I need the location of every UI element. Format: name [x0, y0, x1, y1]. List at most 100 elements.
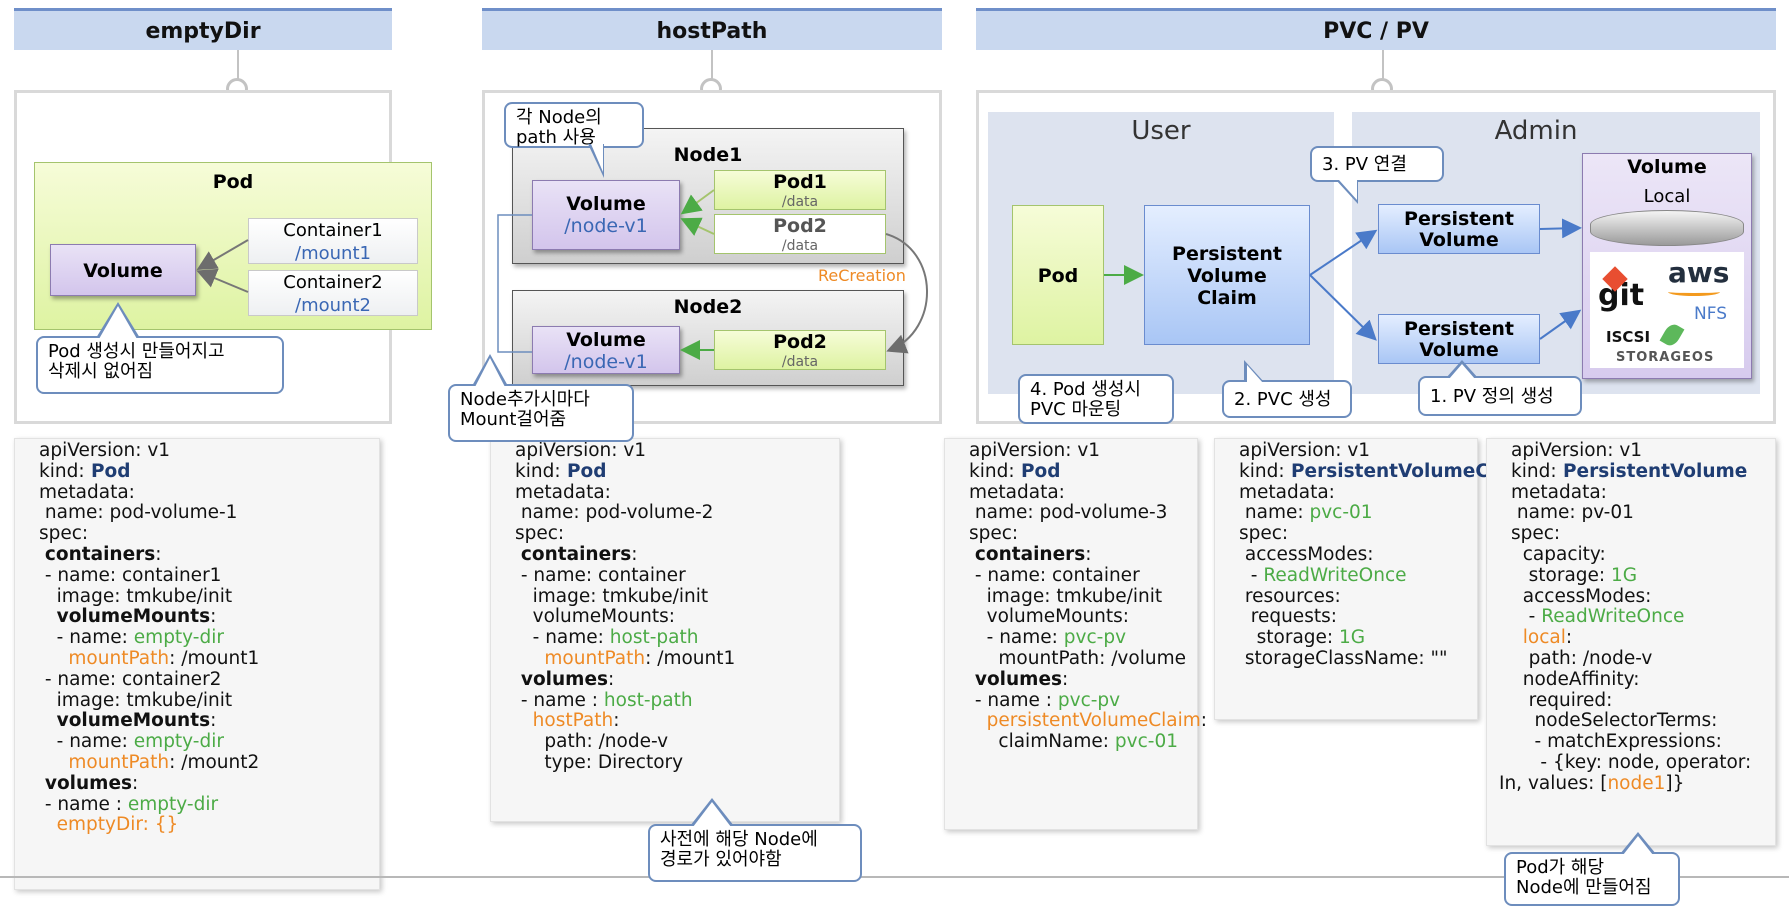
code5-line-8: accessModes:: [1511, 585, 1652, 607]
callout-emptydir-line2: 삭제시 없어짐: [48, 361, 154, 382]
code3-line-13: - name : pvc-pv: [969, 689, 1121, 711]
code2-line-14: hostPath:: [532, 710, 620, 732]
code5-line-13: required:: [1511, 689, 1613, 711]
code4-line-6: accessModes:: [1239, 543, 1374, 565]
hostpath-node2-pod2: Pod2 /data: [714, 330, 886, 370]
code1-line-1: apiVersion: v1: [39, 440, 171, 461]
hostpath-node1-volume-label: Volume: [566, 193, 646, 215]
hostpath-node2-label: Node2: [673, 296, 743, 318]
code2-line-2: kind: Pod: [515, 460, 607, 482]
pvc-pv2-line1: Persistent: [1404, 318, 1514, 340]
code1-line-5: spec:: [39, 523, 89, 545]
callout-pv-link-text: 3. PV 연결: [1322, 154, 1407, 175]
callout-pvc-create-text: 2. PVC 생성: [1234, 389, 1332, 410]
code2-line-1: apiVersion: v1: [515, 440, 647, 461]
hostpath-node2-volume-label: Volume: [566, 329, 646, 351]
code1-line-9: volumeMounts:: [56, 606, 217, 628]
code3-line-5: spec:: [969, 523, 1019, 545]
pvc-volume-local: Local: [1643, 186, 1691, 207]
code1-line-12: - name: container2: [39, 668, 222, 690]
emptydir-container2-name: Container2: [283, 272, 383, 293]
code4-line-9: requests:: [1239, 606, 1337, 628]
code5-line-16: - {key: node, operator:: [1511, 751, 1752, 773]
code5-line-5: spec:: [1511, 523, 1561, 545]
emptydir-volume: Volume: [50, 244, 196, 296]
code5-line-4: name: pv-01: [1511, 502, 1634, 524]
callout-hostpath-code-line1: 사전에 해당 Node에: [660, 829, 818, 850]
callout-hostpath-top-line1: 각 Node의: [516, 107, 602, 128]
hostpath-node2-pod2-label: Pod2: [773, 331, 827, 353]
header-pvc-pv: PVC / PV: [976, 8, 1776, 50]
pvc-volume-title: Volume: [1627, 156, 1707, 178]
hostpath-node1-pod1: Pod1 /data: [714, 170, 886, 210]
callout-emptydir-pointer-fill: [99, 306, 137, 339]
code1-line-7: - name: container1: [39, 564, 222, 586]
hostpath-node1-pod1-label: Pod1: [773, 171, 827, 193]
code5-line-17: In, values: [node1]}: [1499, 772, 1685, 794]
disk-icon: [1590, 210, 1744, 246]
code4-line-3: metadata:: [1239, 481, 1335, 503]
code1-line-11: mountPath: /mount1: [68, 647, 260, 669]
bottom-divider: [0, 876, 1789, 878]
callout-pv-code-line1: Pod가 해당: [1516, 857, 1605, 878]
pvc-pod: Pod: [1012, 205, 1104, 345]
hostpath-node1-pod2: Pod2 /data: [714, 214, 886, 254]
code1-line-16: mountPath: /mount2: [68, 751, 260, 773]
code3-line-11: mountPath: /volume: [969, 647, 1186, 669]
callout-hostpath-code: 사전에 해당 Node에 경로가 있어야함: [648, 824, 862, 882]
callout-hostpath-top-line2: path 사용: [516, 127, 596, 148]
code1-line-2: kind: Pod: [39, 460, 131, 482]
code1-line-15: - name: empty-dir: [39, 731, 224, 753]
code5-line-14: nodeSelectorTerms:: [1511, 710, 1718, 732]
code2-line-12: volumes:: [520, 668, 615, 690]
callout-emptydir: Pod 생성시 만들어지고 삭제시 없어짐: [36, 336, 284, 394]
callout-hostpath-code-line2: 경로가 있어야함: [660, 849, 782, 870]
emptydir-link-container1: [196, 239, 249, 271]
code1-line-3: metadata:: [39, 481, 135, 503]
hostpath-node1-volume: Volume /node-v1: [532, 180, 680, 250]
callout-hostpath-bottom-line1: Node추가시마다: [460, 389, 590, 410]
connector-line-emptydir: [237, 50, 239, 80]
callout-emptydir-line1: Pod 생성시 만들어지고: [48, 341, 225, 362]
hostpath-node1-pod2-path: /data: [781, 238, 819, 254]
code5-line-1: apiVersion: v1: [1511, 440, 1643, 461]
code3-line-1: apiVersion: v1: [969, 440, 1101, 461]
storageos-logo: STORAGEOS: [1616, 350, 1715, 365]
pvc-link-pv1-volume: [1539, 218, 1582, 239]
emptydir-container1: Container1 /mount1: [248, 218, 418, 264]
callout-hostpath-code-pointer-fill: [693, 802, 731, 827]
code5-line-3: metadata:: [1511, 481, 1607, 503]
code3-line-10: - name: pvc-pv: [969, 627, 1127, 649]
code2-line-13: - name : host-path: [515, 689, 693, 711]
code4-line-4: name: pvc-01: [1239, 502, 1373, 524]
hostpath-node2-volume: Volume /node-v1: [532, 326, 680, 374]
pvc-user-label: User: [1131, 116, 1191, 146]
emptydir-container1-name: Container1: [283, 220, 383, 241]
code1-line-17: volumes:: [44, 772, 139, 794]
hostpath-recreation-label: ReCreation: [818, 266, 906, 285]
emptydir-container2-path: /mount2: [295, 295, 371, 316]
callout-pv-link-pointer-fill: [1339, 180, 1357, 200]
callout-pvc-pod-line2: PVC 마운팅: [1030, 399, 1122, 420]
callout-hostpath-bottom: Node추가시마다 Mount걸어줌: [448, 384, 634, 442]
callout-pv-define: 1. PV 정의 생성: [1418, 376, 1582, 416]
pvc-pv1: Persistent Volume: [1378, 204, 1540, 254]
code2-line-15: path: /node-v: [515, 731, 669, 753]
iscsi-logo: ISCSI: [1606, 328, 1651, 346]
hostpath-node2-volume-path: /node-v1: [564, 351, 648, 373]
emptydir-volume-label: Volume: [83, 260, 163, 282]
code3-line-14: persistentVolumeClaim:: [986, 710, 1208, 732]
code2-line-10: - name: host-path: [515, 627, 699, 649]
pvc-pv2-line2: Volume: [1419, 339, 1499, 361]
pvc-claim-line2: Volume: [1187, 265, 1267, 287]
code3-line-12: volumes:: [974, 668, 1069, 690]
code2-line-3: metadata:: [515, 481, 611, 503]
pvc-pv1-line1: Persistent: [1404, 208, 1514, 230]
code2-line-11: mountPath: /mount1: [544, 647, 736, 669]
header-emptydir: emptyDir: [14, 8, 392, 50]
callout-pv-code-pointer-fill: [1623, 836, 1653, 855]
hostpath-callout-bracket: [497, 214, 532, 353]
code3-line-15: claimName: pvc-01: [969, 731, 1178, 753]
callout-hostpath-top-pointer-fill: [591, 144, 603, 172]
